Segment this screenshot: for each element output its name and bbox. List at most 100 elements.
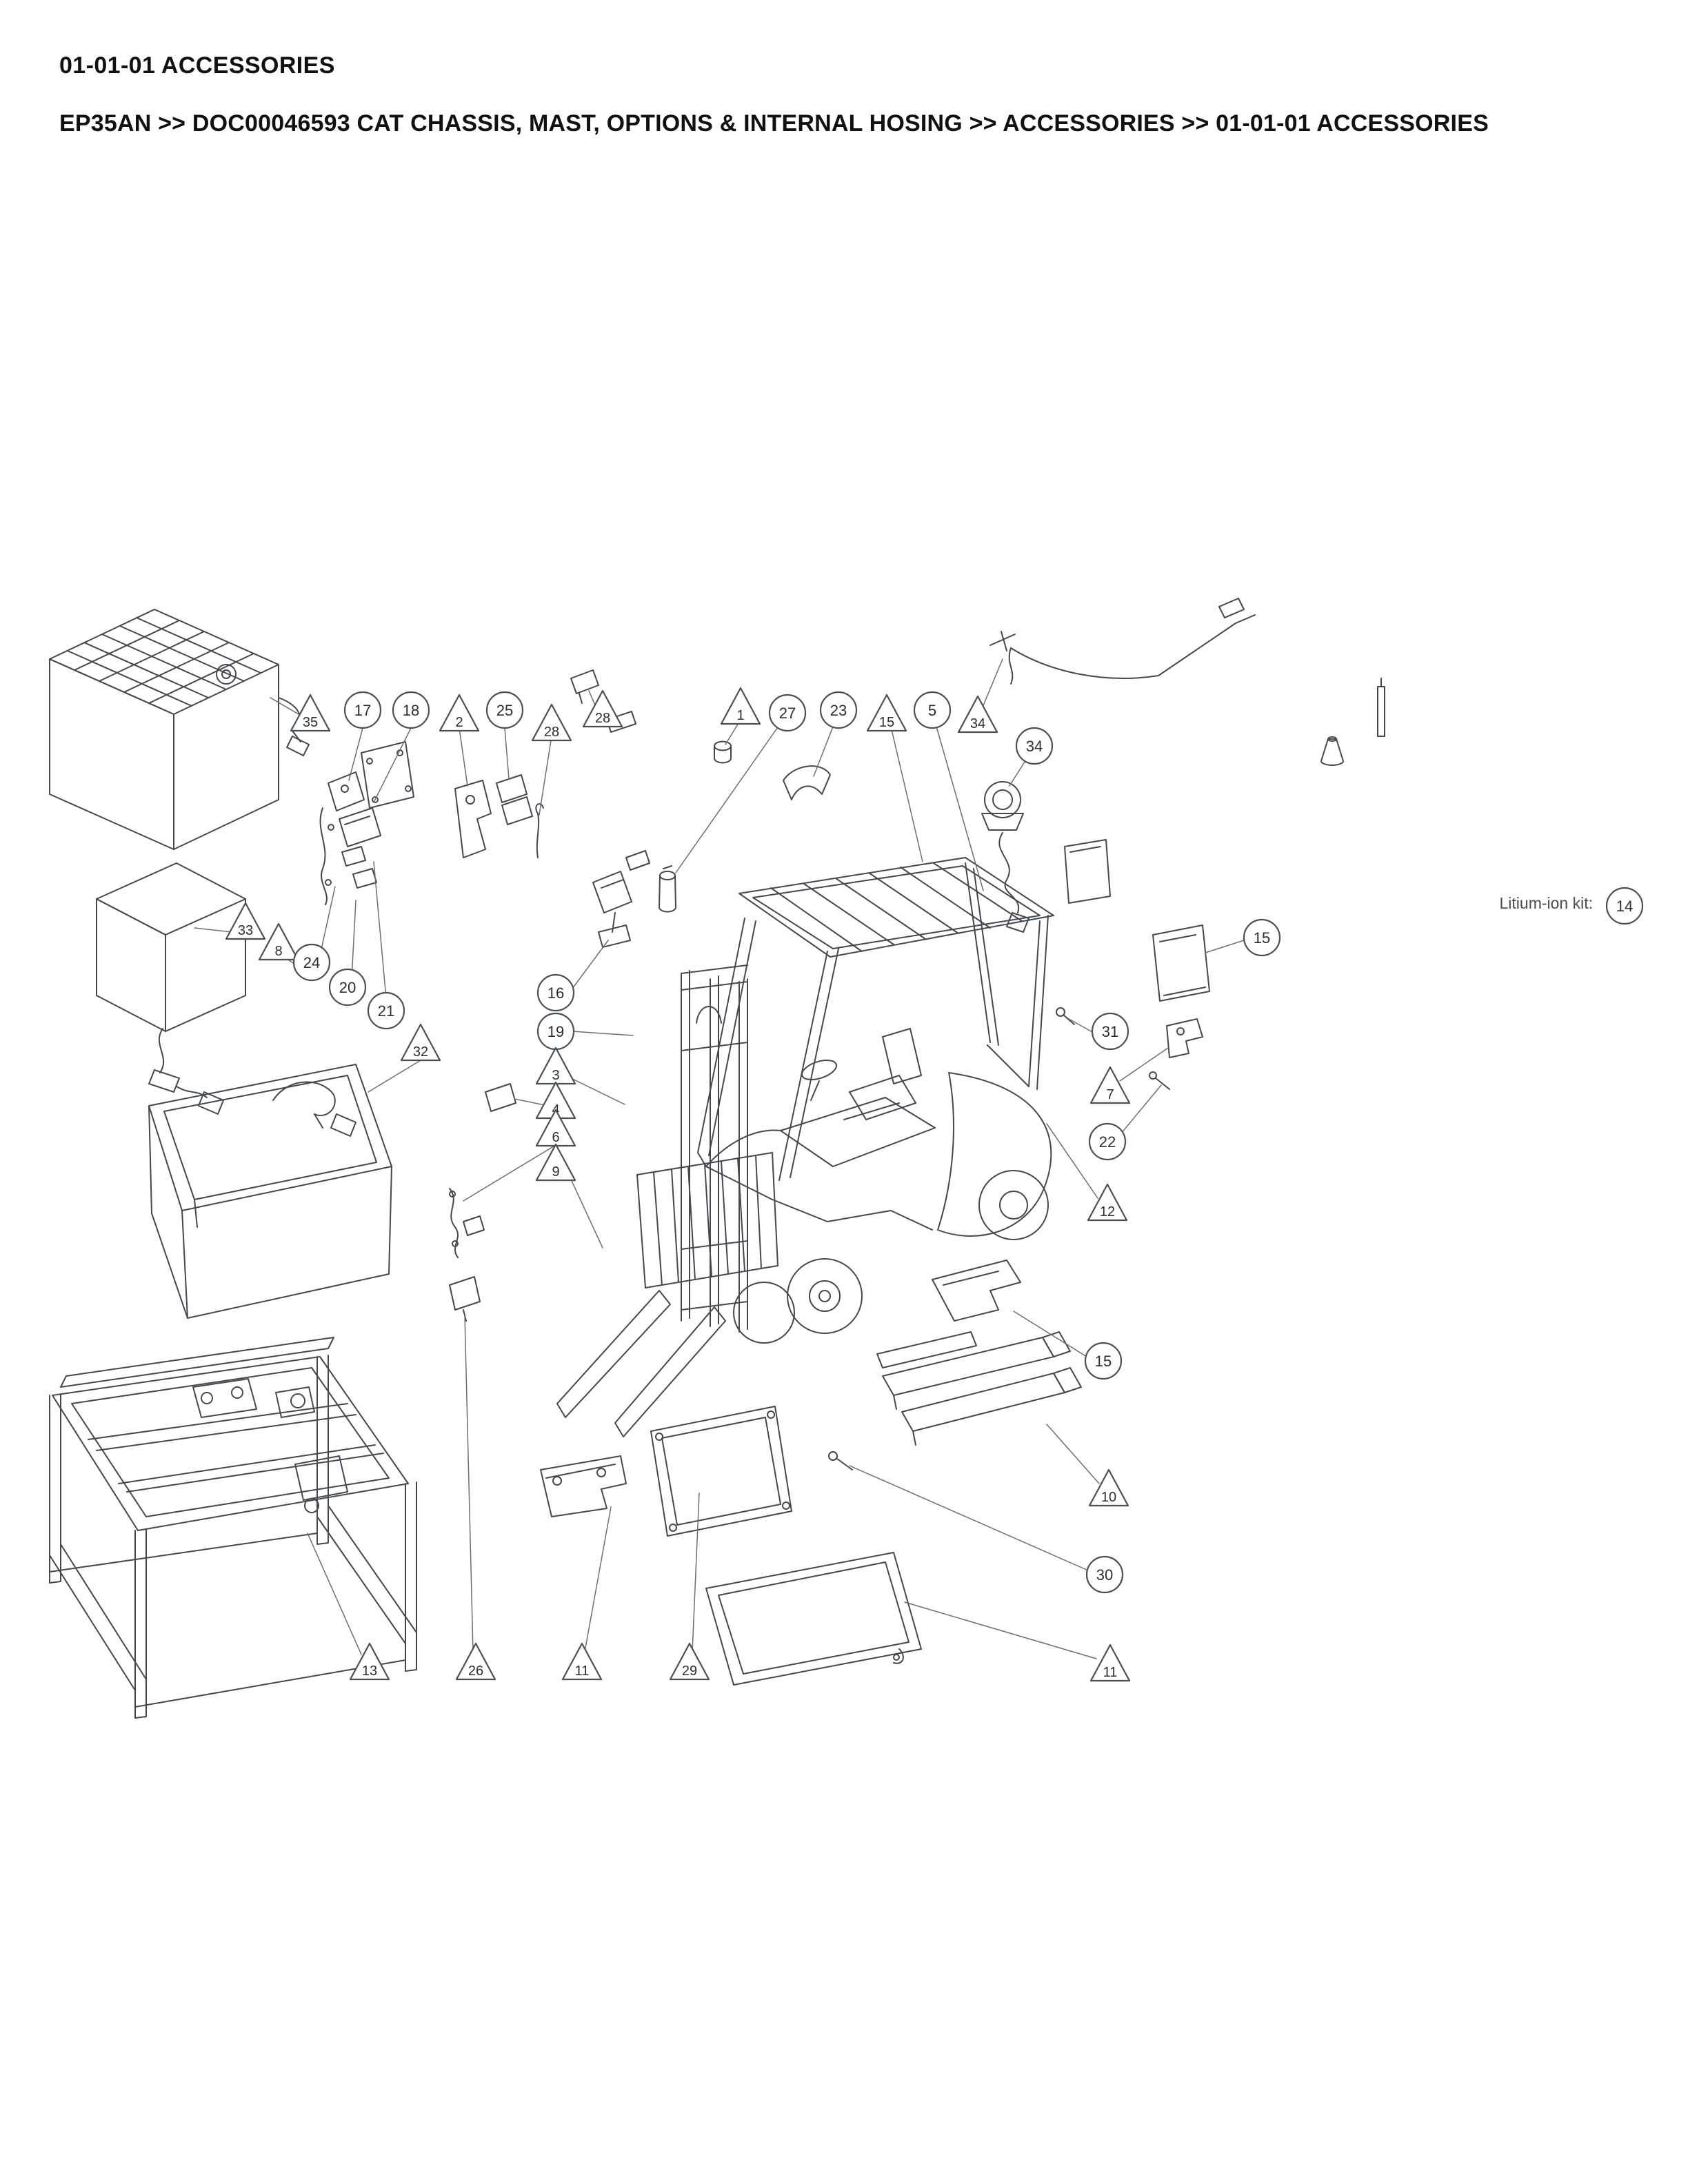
antenna-cable: [989, 598, 1256, 685]
drip-tray: [705, 1552, 922, 1686]
svg-text:18: 18: [403, 702, 419, 719]
callout-24-18: 24: [292, 943, 331, 982]
callout-12-31: 12: [1087, 1183, 1128, 1222]
callout-34-12: 34: [957, 695, 998, 734]
svg-text:12: 12: [1100, 1204, 1115, 1220]
callout-26-37: 26: [455, 1642, 496, 1681]
svg-text:10: 10: [1101, 1490, 1116, 1505]
svg-text:15: 15: [1254, 929, 1270, 947]
harness-parts: [319, 669, 853, 1470]
callout-15-10: 15: [866, 694, 907, 732]
svg-text:11: 11: [575, 1664, 590, 1679]
callout-16-22: 16: [536, 973, 575, 1012]
callout-28-5: 28: [531, 703, 572, 742]
screw: [1056, 1007, 1075, 1025]
callout-11-35: 11: [1089, 1644, 1131, 1682]
svg-text:24: 24: [303, 954, 320, 971]
svg-text:14: 14: [1616, 898, 1633, 915]
callout-15-15: 15: [1243, 918, 1281, 957]
svg-text:11: 11: [1103, 1665, 1118, 1680]
forklift-truck: [556, 857, 1054, 1437]
callout-14-14: 14: [1605, 887, 1644, 925]
svg-text:6: 6: [552, 1130, 559, 1145]
callout-30-34: 30: [1085, 1555, 1124, 1594]
svg-text:25: 25: [496, 702, 513, 719]
callout-28-6: 28: [582, 689, 623, 728]
mounting-bracket: [540, 1455, 627, 1517]
svg-text:28: 28: [595, 711, 610, 726]
floor-mat: [932, 1260, 1021, 1322]
callout-34-13: 34: [1015, 727, 1054, 765]
svg-text:29: 29: [682, 1664, 697, 1679]
svg-text:15: 15: [879, 715, 894, 730]
svg-text:16: 16: [547, 984, 564, 1002]
page-title: 01-01-01 ACCESSORIES: [59, 52, 335, 79]
callout-11-38: 11: [561, 1642, 603, 1681]
svg-text:8: 8: [274, 944, 282, 959]
cover-plate: [650, 1406, 792, 1537]
gas-spring: [1377, 678, 1385, 737]
callout-31-28: 31: [1091, 1012, 1129, 1051]
small-bracket: [1149, 1018, 1203, 1090]
svg-text:19: 19: [547, 1023, 564, 1040]
fork-extension: [876, 1331, 1082, 1446]
svg-text:32: 32: [413, 1044, 428, 1060]
callout-25-4: 25: [485, 691, 524, 729]
callout-29-39: 29: [669, 1642, 710, 1681]
svg-text:35: 35: [303, 715, 318, 730]
callout-5-11: 5: [913, 691, 952, 729]
callout-21-20: 21: [367, 991, 405, 1030]
cone-cap: [1320, 736, 1344, 766]
svg-text:1: 1: [736, 708, 744, 723]
callout-35-0: 35: [290, 694, 331, 732]
battery-box: [49, 609, 310, 850]
svg-text:31: 31: [1102, 1023, 1118, 1040]
callout-3-24: 3: [535, 1046, 576, 1085]
callout-7-29: 7: [1089, 1066, 1131, 1104]
callout-2-3: 2: [439, 694, 480, 732]
callout-9-27: 9: [535, 1143, 576, 1182]
svg-text:2: 2: [455, 715, 463, 730]
callout-8-17: 8: [258, 922, 299, 961]
svg-text:5: 5: [928, 702, 936, 719]
callout-1-7: 1: [720, 687, 761, 725]
callout-10-33: 10: [1088, 1468, 1129, 1507]
svg-text:21: 21: [378, 1002, 394, 1020]
side-panel: [1152, 924, 1210, 1002]
svg-text:3: 3: [552, 1068, 559, 1083]
svg-text:27: 27: [779, 705, 796, 722]
svg-text:20: 20: [339, 979, 356, 996]
callout-18-2: 18: [392, 691, 430, 729]
document-panel: [1064, 839, 1111, 904]
callout-23-9: 23: [819, 691, 858, 729]
svg-text:30: 30: [1096, 1566, 1113, 1584]
svg-text:34: 34: [1026, 738, 1043, 755]
callout-15-32: 15: [1084, 1342, 1123, 1380]
svg-text:13: 13: [362, 1664, 377, 1679]
callout-32-21: 32: [400, 1023, 441, 1062]
control-box: [96, 862, 246, 1115]
lithium-kit-label: Litium-ion kit:: [1499, 896, 1594, 913]
svg-text:33: 33: [238, 923, 253, 938]
callout-20-19: 20: [328, 968, 367, 1007]
battery-open-box: [148, 1064, 392, 1319]
svg-text:9: 9: [552, 1164, 559, 1180]
breadcrumb: EP35AN >> DOC00046593 CAT CHASSIS, MAST,…: [59, 110, 1489, 136]
svg-text:26: 26: [468, 1664, 483, 1679]
svg-text:34: 34: [970, 716, 985, 731]
svg-text:28: 28: [544, 725, 559, 740]
svg-text:17: 17: [354, 702, 371, 719]
beacon-lamp: [981, 781, 1029, 933]
callout-17-1: 17: [343, 691, 382, 729]
callout-22-30: 22: [1088, 1122, 1127, 1161]
callout-19-23: 19: [536, 1012, 575, 1051]
callout-27-8: 27: [768, 694, 807, 732]
service-stand: [49, 1337, 417, 1719]
callout-33-16: 33: [225, 902, 266, 940]
svg-text:23: 23: [830, 702, 847, 719]
svg-text:7: 7: [1106, 1087, 1114, 1102]
svg-text:15: 15: [1095, 1353, 1112, 1370]
